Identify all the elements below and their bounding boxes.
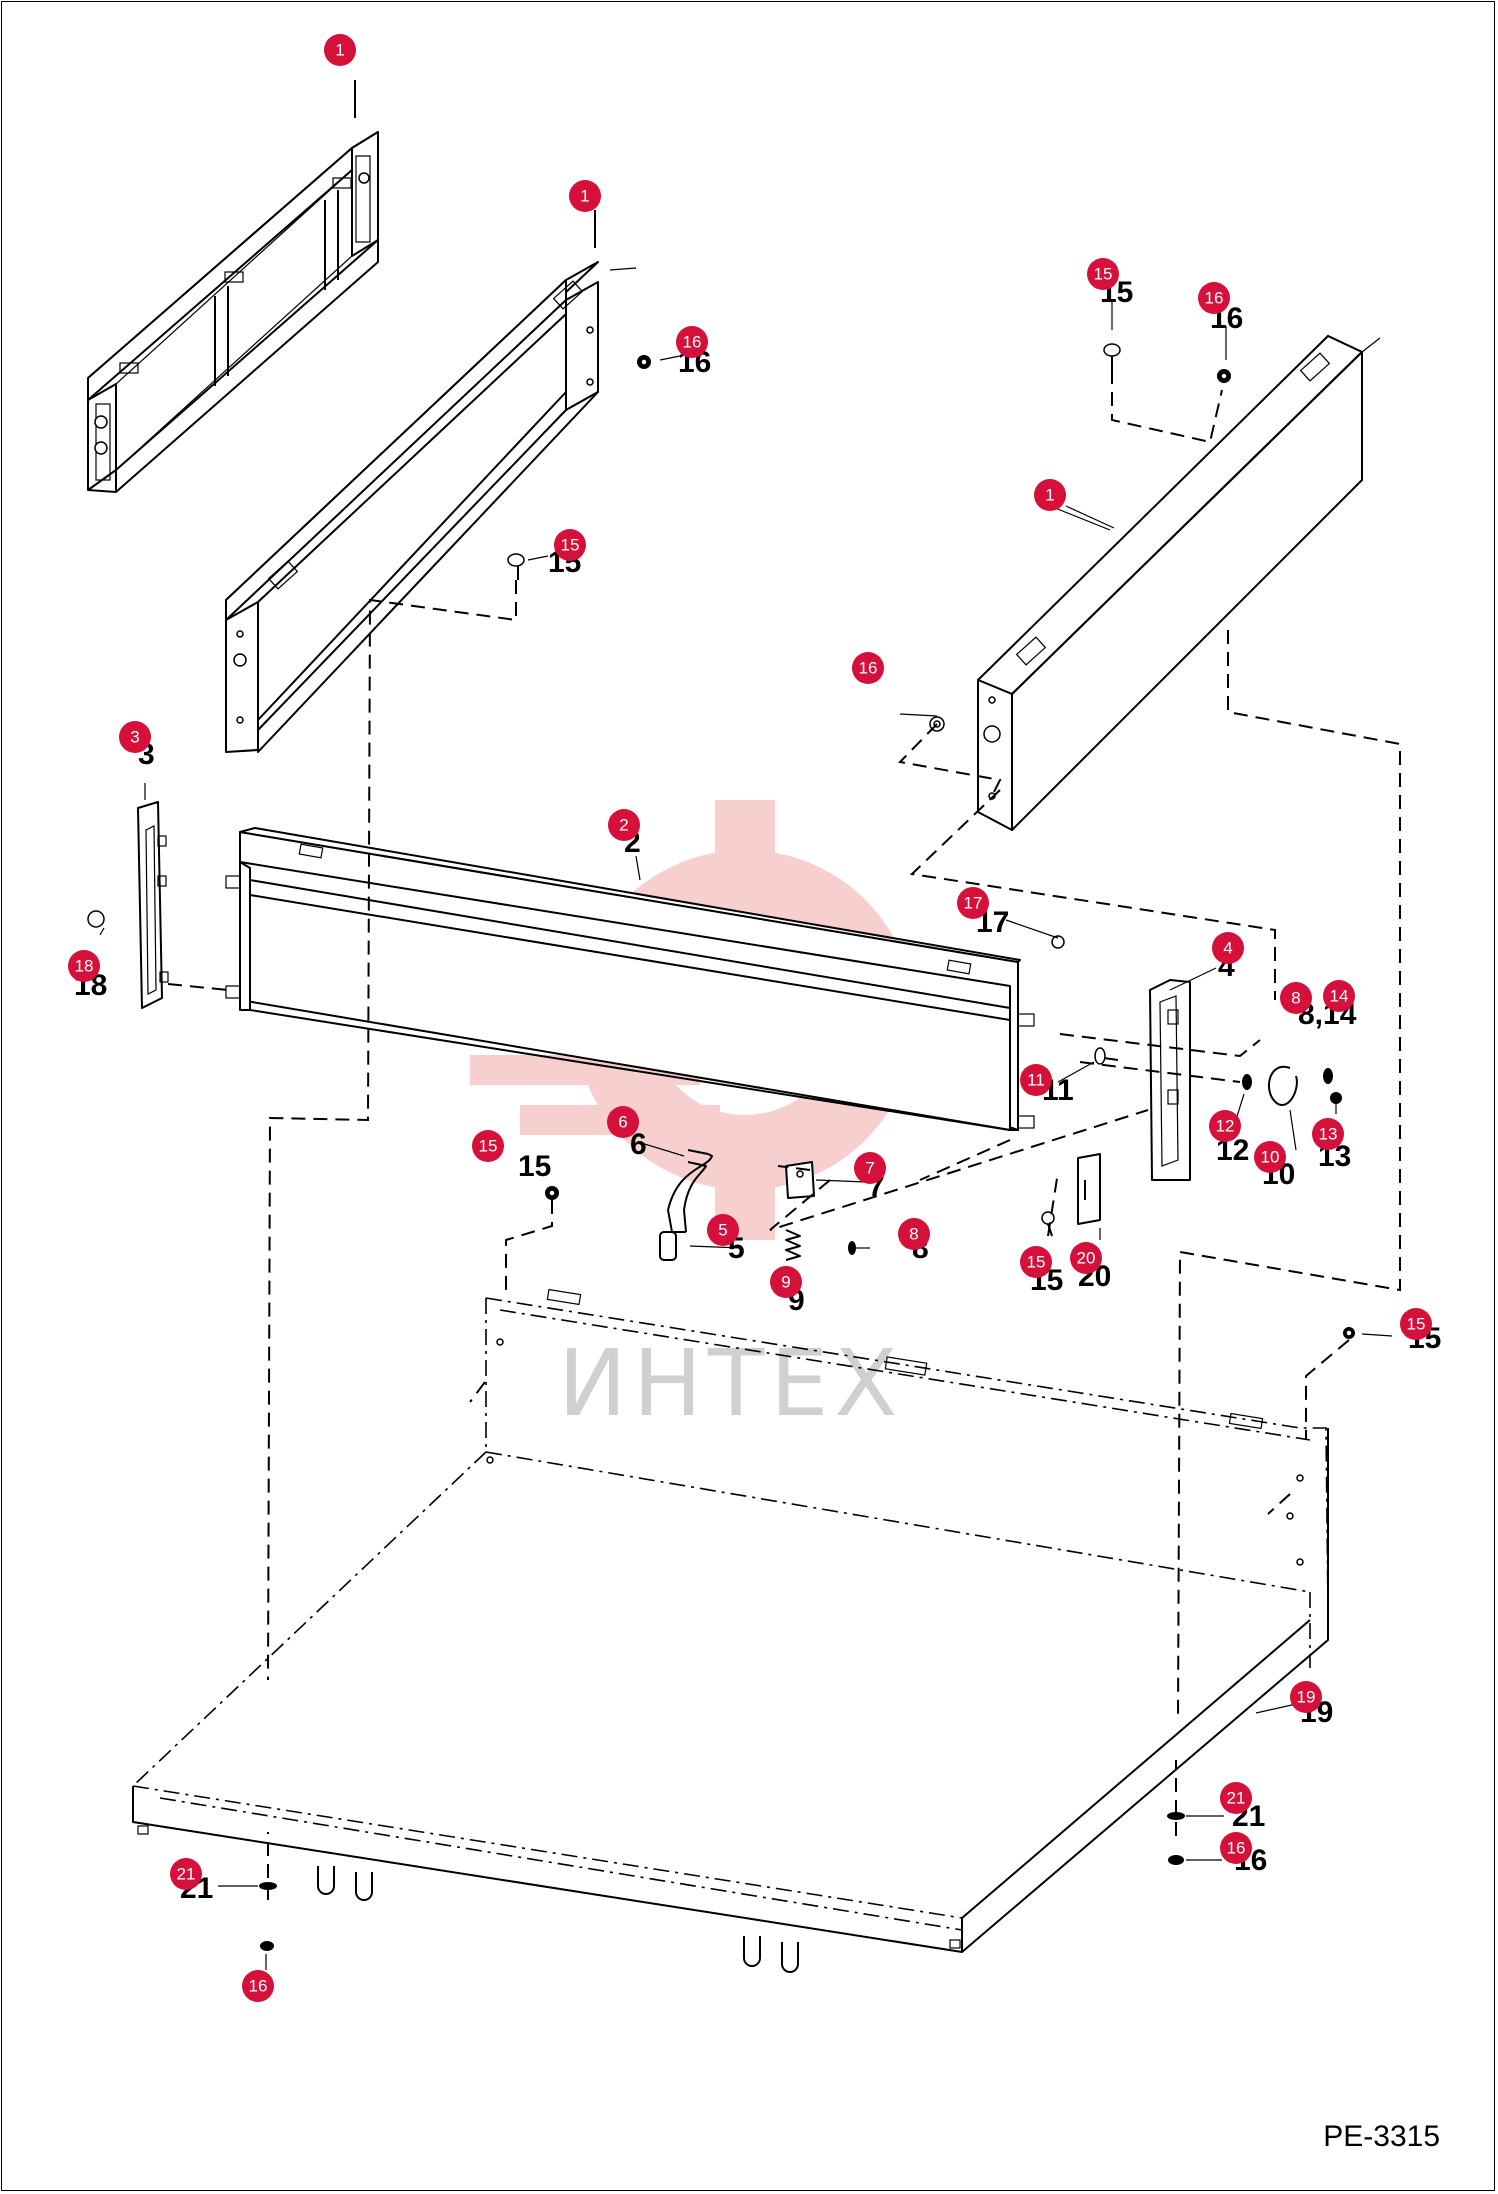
callout-1: 1 — [1034, 479, 1066, 511]
callout-8: 8 — [1280, 982, 1312, 1014]
callout-15: 15 — [1020, 1246, 1052, 1278]
bolt-11 — [1094, 1047, 1119, 1065]
callout-21: 21 — [170, 1858, 202, 1890]
svg-text:16: 16 — [859, 659, 878, 678]
callout-4: 4 — [1212, 932, 1244, 964]
callout-2: 2 — [608, 809, 640, 841]
svg-text:16: 16 — [249, 1977, 268, 1996]
nut-13 — [1330, 1092, 1342, 1104]
svg-text:8: 8 — [909, 1225, 918, 1244]
svg-text:3: 3 — [130, 728, 139, 747]
svg-text:21: 21 — [177, 1865, 196, 1884]
fasteners — [259, 343, 1355, 1951]
callout-20: 20 — [1070, 1242, 1102, 1274]
svg-text:8: 8 — [1291, 989, 1300, 1008]
callout-10: 10 — [1254, 1141, 1286, 1173]
label-15: 15 — [518, 1150, 551, 1183]
callout-15: 15 — [554, 529, 586, 561]
callout-18: 18 — [68, 950, 100, 982]
svg-text:12: 12 — [1216, 1117, 1235, 1136]
callout-1: 1 — [324, 34, 356, 66]
svg-text:1: 1 — [1045, 486, 1054, 505]
svg-text:9: 9 — [781, 1273, 790, 1292]
callout-1: 1 — [569, 180, 601, 212]
svg-text:5: 5 — [718, 1221, 727, 1240]
drawing-code: PE-3315 — [1323, 2120, 1440, 2153]
frame-1-middle — [225, 261, 599, 753]
svg-text:15: 15 — [479, 1137, 498, 1156]
assembly-guide-lines — [267, 370, 1401, 1900]
callout-5: 5 — [707, 1214, 739, 1246]
callout-16: 16 — [1220, 1832, 1252, 1864]
svg-text:19: 19 — [1297, 1688, 1316, 1707]
callout-7: 7 — [854, 1152, 886, 1184]
callout-15: 15 — [1400, 1308, 1432, 1340]
svg-text:14: 14 — [1330, 987, 1349, 1006]
hinge-plate-4 — [1149, 979, 1191, 1181]
svg-text:15: 15 — [561, 536, 580, 555]
callout-15: 15 — [472, 1130, 504, 1162]
watermark-text: ИНТЕХ — [558, 1330, 903, 1437]
frame-1-right — [977, 335, 1363, 831]
svg-text:20: 20 — [1077, 1249, 1096, 1268]
callout-11: 11 — [1020, 1064, 1052, 1096]
callout-6: 6 — [607, 1106, 639, 1138]
callout-8: 8 — [898, 1218, 930, 1250]
leader-lines — [144, 300, 1393, 1970]
door-panel-2 — [225, 827, 1035, 1131]
svg-text:10: 10 — [1261, 1148, 1280, 1167]
hinge-plate-3 — [137, 801, 169, 1009]
svg-text:15: 15 — [1407, 1315, 1426, 1334]
svg-text:4: 4 — [1223, 939, 1232, 958]
washer-14 — [1323, 1068, 1333, 1084]
callout-16: 16 — [676, 326, 708, 358]
callout-16: 16 — [242, 1970, 274, 2002]
washer-8 — [848, 1241, 856, 1255]
svg-text:11: 11 — [1027, 1071, 1045, 1090]
svg-text:15: 15 — [1027, 1253, 1046, 1272]
latch-bracket-7 — [785, 1161, 815, 1199]
label-6: 6 — [630, 1128, 647, 1161]
washer-12 — [1242, 1074, 1252, 1090]
svg-text:13: 13 — [1319, 1125, 1338, 1144]
svg-text:2: 2 — [619, 816, 628, 835]
svg-text:16: 16 — [683, 333, 702, 352]
svg-text:18: 18 — [75, 957, 94, 976]
callout-12: 12 — [1209, 1110, 1241, 1142]
callout-21: 21 — [1220, 1782, 1252, 1814]
nut-18 — [87, 910, 105, 928]
callout-16: 16 — [852, 652, 884, 684]
knob-5 — [659, 1231, 677, 1261]
callout-9: 9 — [770, 1266, 802, 1298]
svg-text:17: 17 — [964, 894, 983, 913]
svg-text:1: 1 — [580, 187, 589, 206]
svg-text:7: 7 — [865, 1159, 874, 1178]
spring-9 — [785, 1229, 801, 1261]
callout-16: 16 — [1198, 282, 1230, 314]
clip-10 — [1268, 1065, 1298, 1106]
base-cabinet-19 — [132, 1288, 1329, 1973]
callout-17: 17 — [957, 887, 989, 919]
svg-text:16: 16 — [1227, 1839, 1246, 1858]
callout-15: 15 — [1087, 258, 1119, 290]
frame-1-top-left — [87, 131, 379, 493]
callouts: 1 1 1 2 3 4 5 6 7 8 8 9 10 11 12 13 14 1… — [68, 34, 1432, 2002]
callout-14: 14 — [1323, 980, 1355, 1012]
callout-13: 13 — [1312, 1118, 1344, 1150]
callout-3: 3 — [119, 721, 151, 753]
svg-text:15: 15 — [1094, 265, 1113, 284]
svg-text:16: 16 — [1205, 289, 1224, 308]
svg-text:1: 1 — [335, 41, 344, 60]
callout-19: 19 — [1290, 1681, 1322, 1713]
svg-text:6: 6 — [618, 1113, 627, 1132]
svg-text:21: 21 — [1227, 1789, 1246, 1808]
strike-plate-20 — [1077, 1153, 1101, 1225]
